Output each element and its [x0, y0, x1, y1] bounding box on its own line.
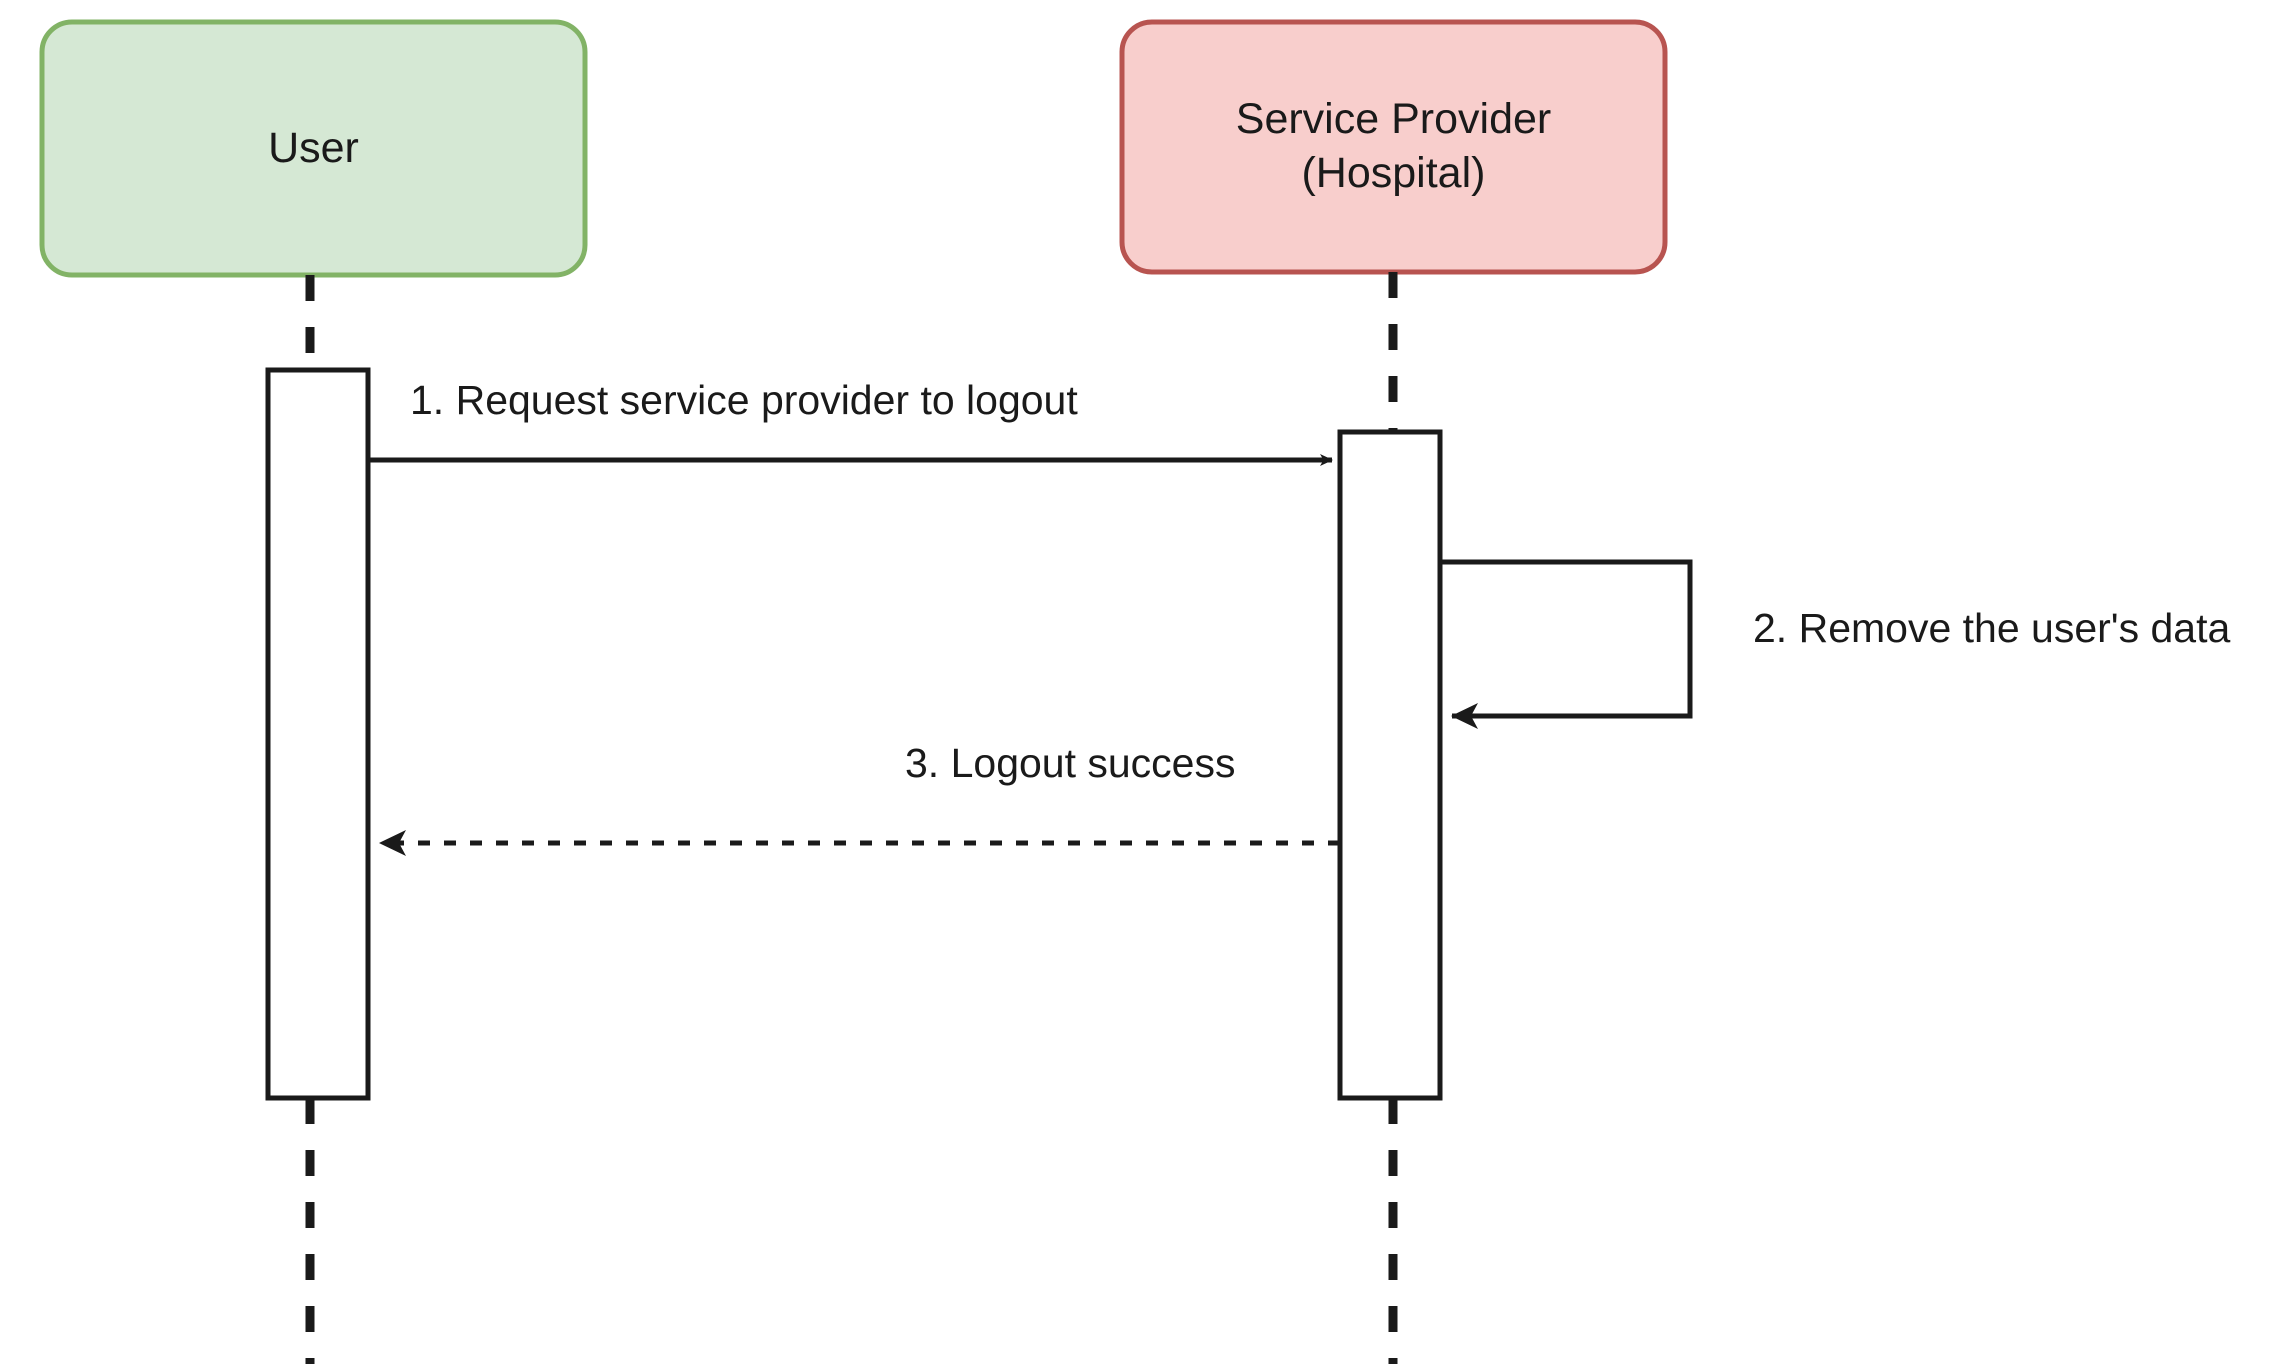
message-label-2: 2. Remove the user's data — [1753, 605, 2231, 651]
activation-bar-user[interactable] — [265, 367, 371, 1101]
participant-box-user[interactable] — [39, 19, 588, 278]
message-label-1: 1. Request service provider to logout — [410, 377, 1078, 423]
message-self-loop-2[interactable] — [1440, 559, 1693, 729]
participant-box-service-provider[interactable] — [1119, 19, 1668, 275]
message-label-3: 3. Logout success — [905, 740, 1236, 786]
activation-bar-service-provider[interactable] — [1337, 429, 1443, 1101]
